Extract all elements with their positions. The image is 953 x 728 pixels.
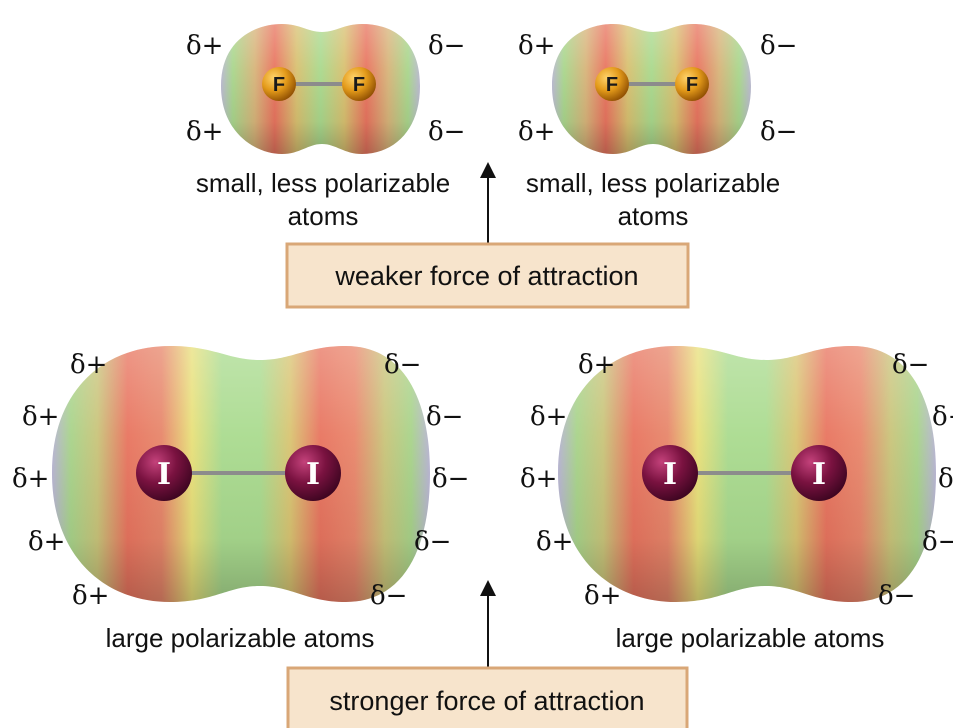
atom-label: F <box>273 74 285 96</box>
partial-negative-charge: δ− <box>428 31 465 61</box>
atom-label: I <box>157 457 171 492</box>
partial-negative-charge: δ− <box>760 31 797 61</box>
partial-negative-charge: δ− <box>414 527 451 557</box>
partial-positive-charge: δ+ <box>518 117 555 147</box>
small-molecule-right: F F δ+ δ+ δ− δ− small, less polarizable … <box>518 24 797 231</box>
partial-positive-charge: δ+ <box>22 402 59 432</box>
partial-negative-charge: δ− <box>932 402 953 432</box>
stronger-force-box: stronger force of attraction <box>286 666 689 728</box>
atom-label: I <box>812 457 826 492</box>
iodine-atom <box>136 445 192 501</box>
partial-positive-charge: δ+ <box>28 527 65 557</box>
atom-label: I <box>306 457 320 492</box>
iodine-atom <box>791 445 847 501</box>
partial-positive-charge: δ+ <box>186 31 223 61</box>
caption-line: large polarizable atoms <box>106 623 375 653</box>
weaker-force-label: weaker force of attraction <box>334 261 638 291</box>
partial-positive-charge: δ+ <box>520 464 557 494</box>
weaker-force-box: weaker force of attraction <box>285 242 690 309</box>
partial-positive-charge: δ+ <box>186 117 223 147</box>
caption-line: small, less polarizable <box>196 168 450 198</box>
iodine-atom <box>642 445 698 501</box>
partial-positive-charge: δ+ <box>12 464 49 494</box>
partial-negative-charge: δ− <box>922 527 953 557</box>
stronger-force-label: stronger force of attraction <box>329 686 644 716</box>
large-molecule-left: I I δ+ δ+ δ+ δ+ δ+ δ− δ− δ− δ− δ− large … <box>12 346 469 653</box>
partial-positive-charge: δ+ <box>584 581 621 611</box>
partial-positive-charge: δ+ <box>70 350 107 380</box>
caption-line: small, less polarizable <box>526 168 780 198</box>
atom-label: I <box>663 457 677 492</box>
large-molecule-right: I I δ+ δ+ δ+ δ+ δ+ δ− δ− δ− δ− δ− large … <box>520 346 953 653</box>
fluorine-atom <box>675 67 709 101</box>
fluorine-atom <box>342 67 376 101</box>
partial-positive-charge: δ+ <box>578 350 615 380</box>
partial-positive-charge: δ+ <box>518 31 555 61</box>
partial-negative-charge: δ− <box>428 117 465 147</box>
small-molecule-left: F F δ+ δ+ δ− δ− small, less polarizable … <box>186 24 465 231</box>
partial-negative-charge: δ− <box>878 581 915 611</box>
atom-label: F <box>686 74 698 96</box>
caption-line: large polarizable atoms <box>616 623 885 653</box>
partial-negative-charge: δ− <box>426 402 463 432</box>
partial-positive-charge: δ+ <box>530 402 567 432</box>
electron-cloud-small-left <box>221 24 420 154</box>
partial-negative-charge: δ− <box>892 350 929 380</box>
partial-negative-charge: δ− <box>432 464 469 494</box>
partial-negative-charge: δ− <box>938 464 953 494</box>
fluorine-atom <box>595 67 629 101</box>
partial-negative-charge: δ− <box>370 581 407 611</box>
partial-negative-charge: δ− <box>384 350 421 380</box>
partial-negative-charge: δ− <box>760 117 797 147</box>
electron-cloud-small-right <box>552 24 751 154</box>
partial-positive-charge: δ+ <box>536 527 573 557</box>
atom-label: F <box>353 74 365 96</box>
iodine-atom <box>285 445 341 501</box>
fluorine-atom <box>262 67 296 101</box>
partial-positive-charge: δ+ <box>72 581 109 611</box>
caption-line: atoms <box>618 201 689 231</box>
atom-label: F <box>606 74 618 96</box>
caption-line: atoms <box>288 201 359 231</box>
